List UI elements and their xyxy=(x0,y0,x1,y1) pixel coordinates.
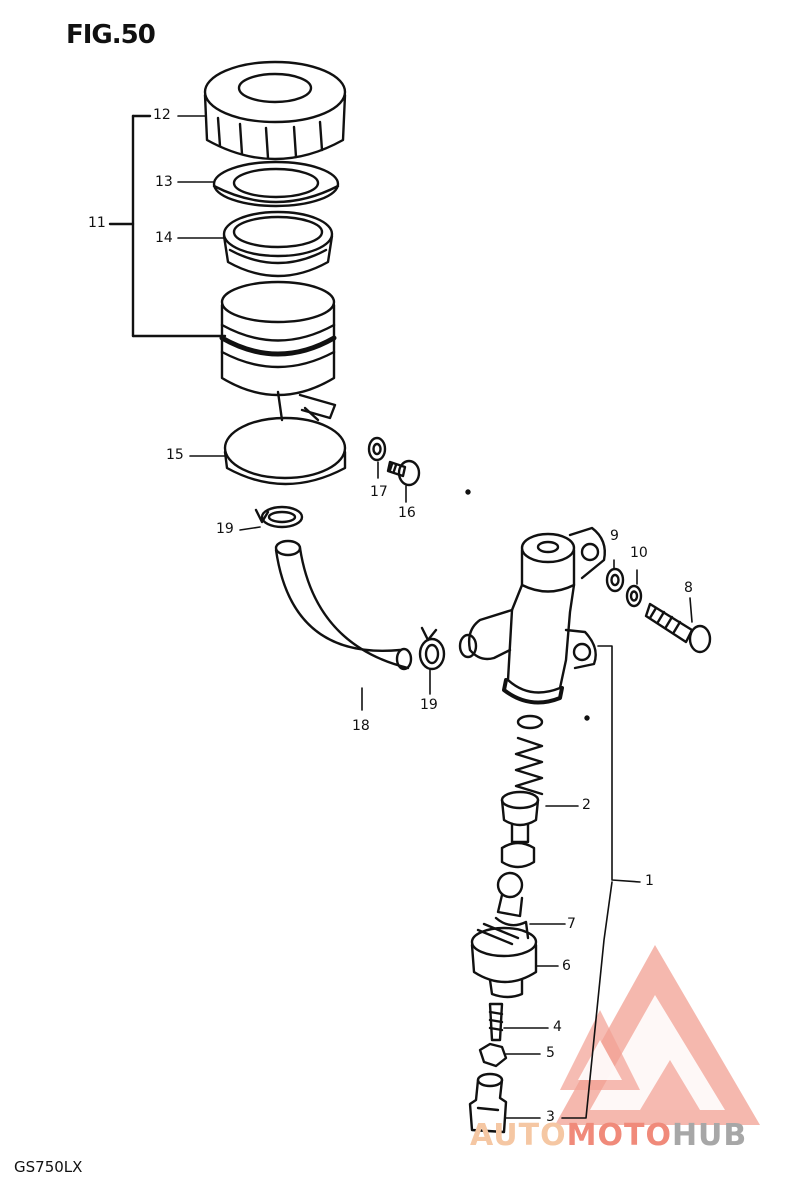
reservoir-body xyxy=(219,280,337,422)
label-part-16: 16 xyxy=(398,505,416,521)
push-rod xyxy=(494,871,530,940)
label-part-13: 13 xyxy=(155,174,173,190)
label-part-8: 8 xyxy=(684,580,693,596)
label-part-9: 9 xyxy=(610,528,619,544)
bolt-8 xyxy=(644,602,712,654)
piston-cup xyxy=(516,714,544,730)
label-part-5: 5 xyxy=(546,1045,555,1061)
hose-clamp-lower xyxy=(418,626,446,671)
washer-10 xyxy=(625,584,643,608)
boot xyxy=(470,922,538,999)
reservoir-holder-band xyxy=(223,406,347,486)
diaphragm xyxy=(222,210,334,278)
piston xyxy=(500,790,540,869)
master-cylinder-body xyxy=(458,526,606,705)
label-part-11: 11 xyxy=(88,215,106,231)
leader-lines xyxy=(177,115,693,1119)
label-part-15: 15 xyxy=(166,447,184,463)
hose xyxy=(274,539,413,671)
figure-title: FIG.50 xyxy=(66,20,156,50)
washer-9 xyxy=(605,567,625,593)
label-part-7: 7 xyxy=(567,916,576,932)
reservoir-cap xyxy=(203,60,347,161)
spring xyxy=(514,736,544,796)
label-part-4: 4 xyxy=(553,1019,562,1035)
label-part-2: 2 xyxy=(582,797,591,813)
diaphragm-plate xyxy=(212,160,340,208)
watermark-part-hub: HUB xyxy=(671,1118,748,1153)
watermark-part-auto: AUTO xyxy=(470,1118,567,1153)
watermark-logo-icon xyxy=(555,945,760,1125)
label-part-1: 1 xyxy=(645,873,654,889)
label-part-14: 14 xyxy=(155,230,173,246)
label-part-3: 3 xyxy=(546,1109,555,1125)
label-part-17: 17 xyxy=(370,484,388,500)
washer-17 xyxy=(367,436,387,462)
watermark-part-moto: MOTO xyxy=(566,1118,672,1153)
hose-clamp-upper xyxy=(254,505,304,529)
label-part-19-upper: 19 xyxy=(216,521,234,537)
watermark-text: AUTOMOTOHUB xyxy=(470,1118,747,1153)
label-part-18: 18 xyxy=(352,718,370,734)
label-part-12: 12 xyxy=(153,107,171,123)
model-code: GS750LX xyxy=(14,1158,83,1176)
label-part-19-lower: 19 xyxy=(420,697,438,713)
clevis xyxy=(468,1072,508,1134)
label-part-10: 10 xyxy=(630,545,648,561)
reservoir-assembly-bracket xyxy=(108,114,227,338)
adjuster-rod xyxy=(488,1002,504,1042)
bolt-16 xyxy=(386,459,421,487)
lock-nut xyxy=(478,1042,508,1068)
label-part-6: 6 xyxy=(562,958,571,974)
